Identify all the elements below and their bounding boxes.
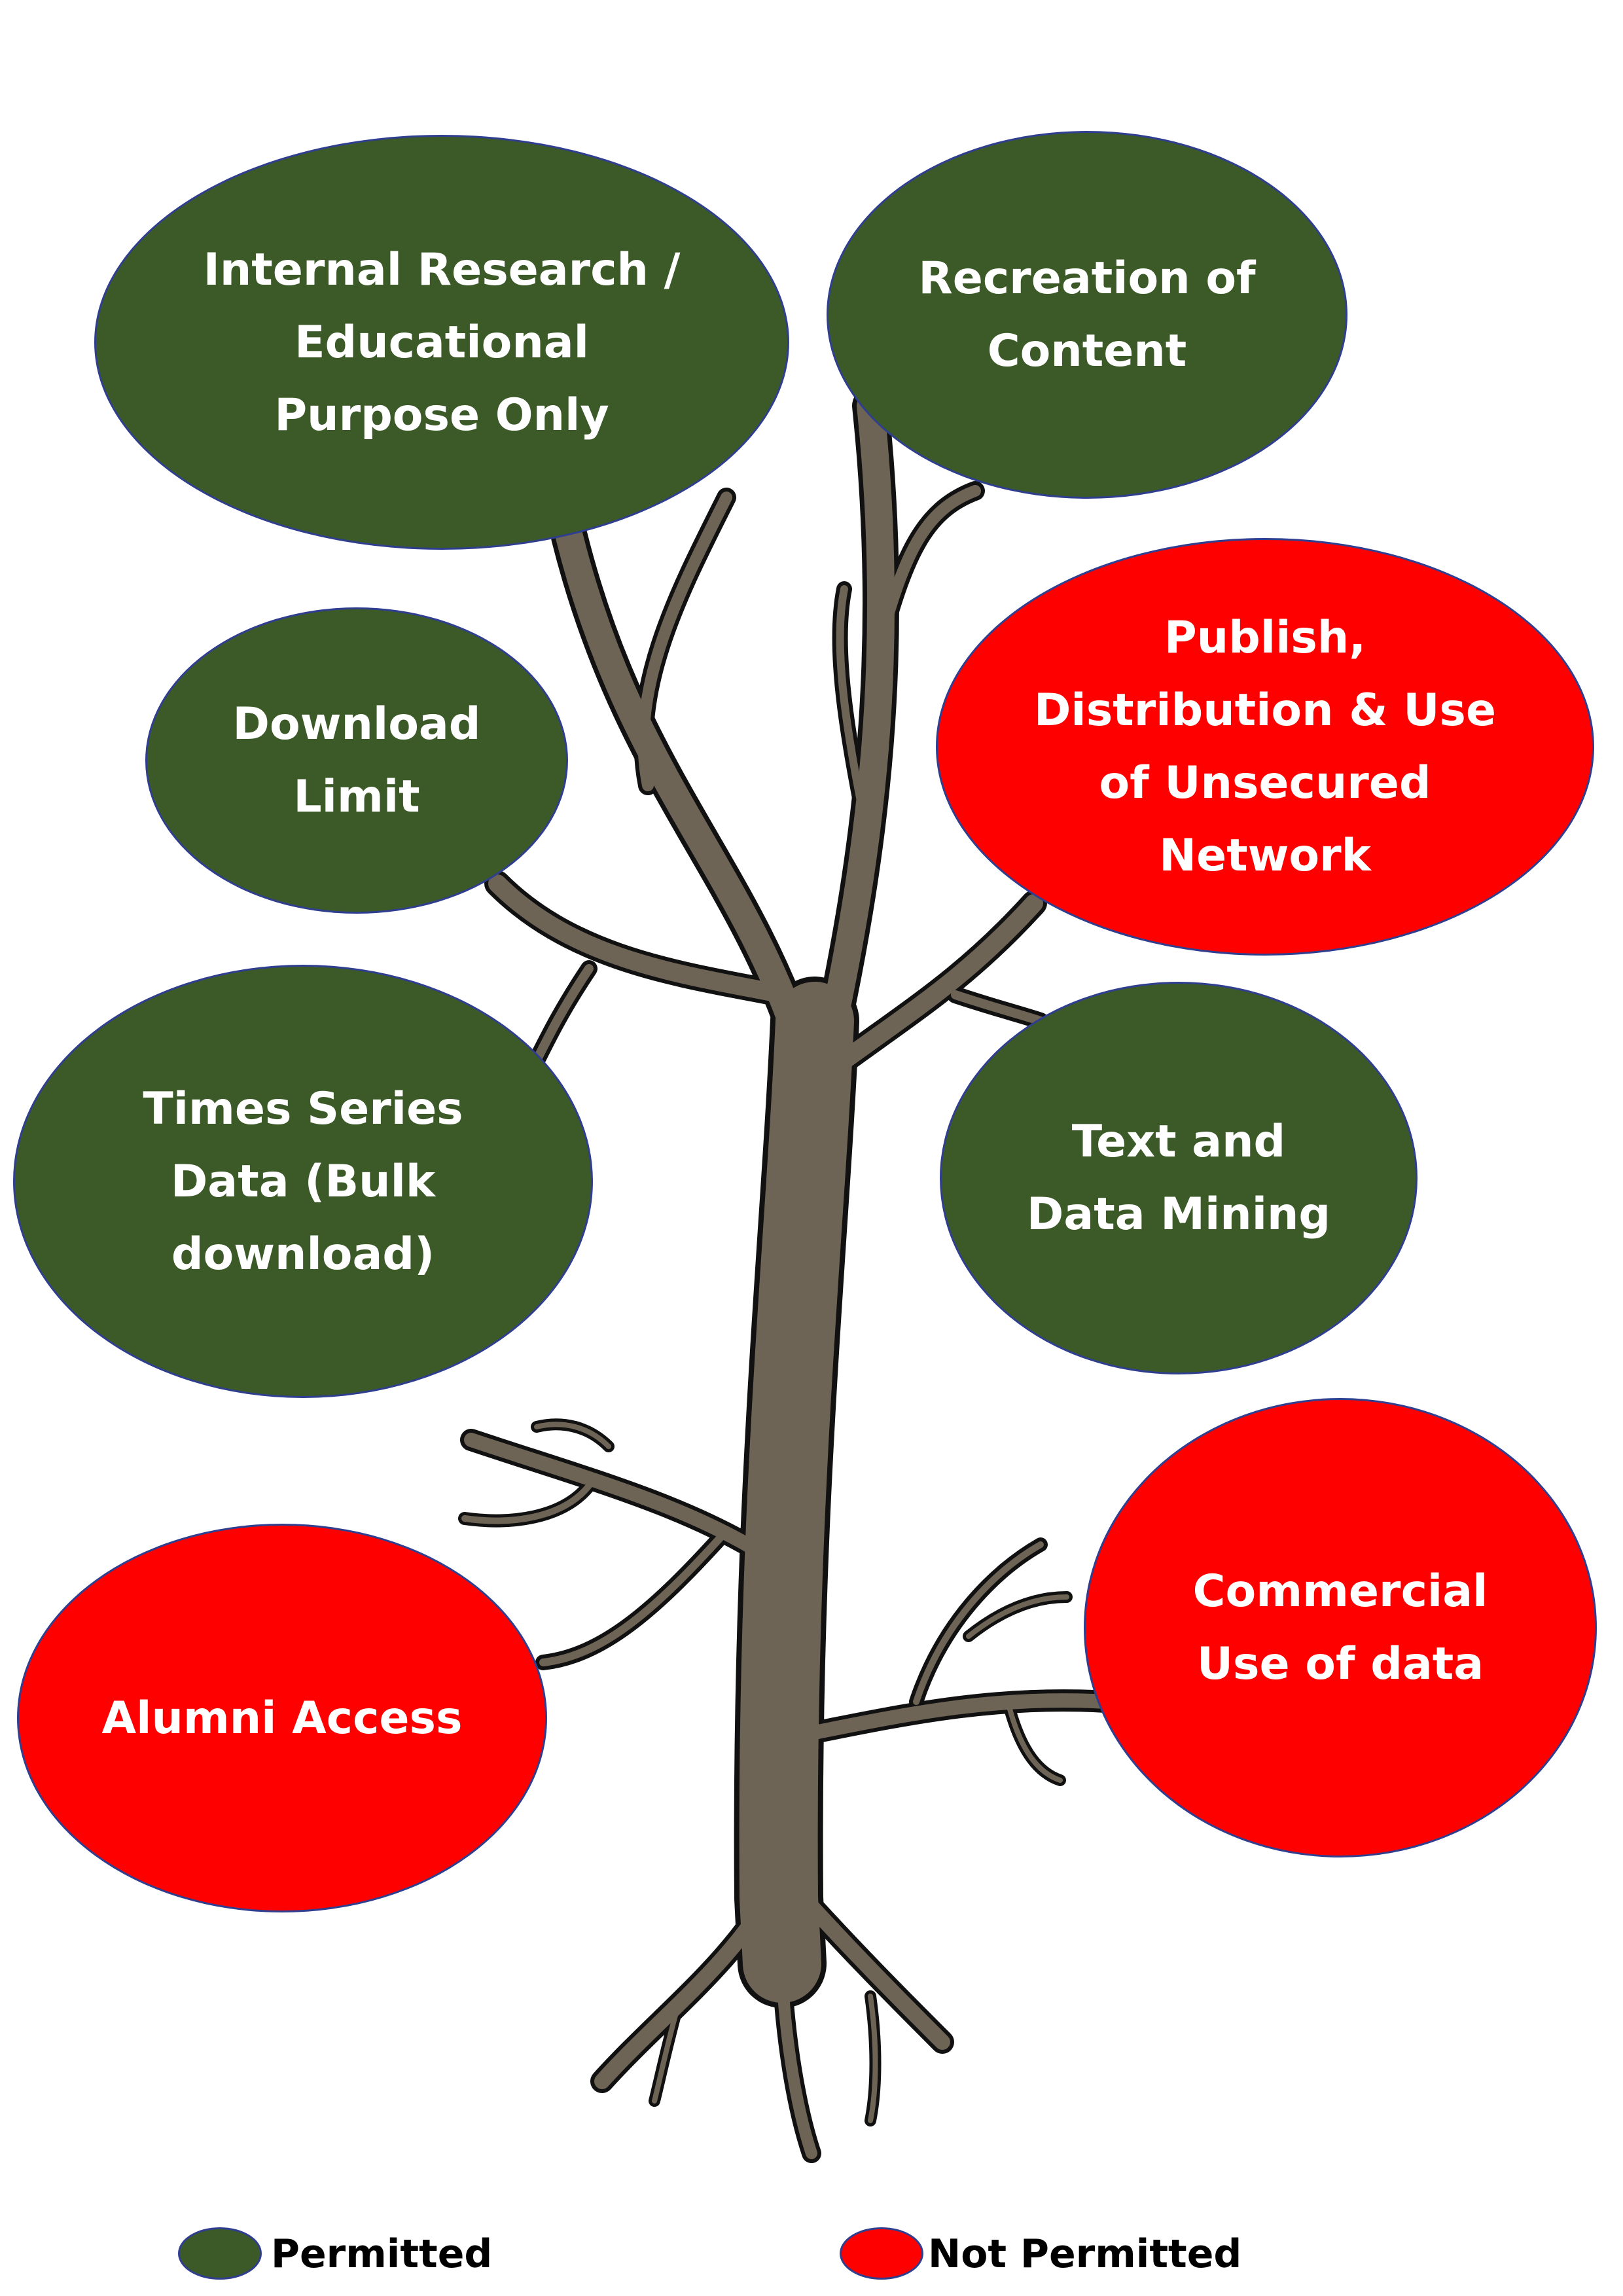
legend-not-permitted-label: Not Permitted — [928, 2231, 1242, 2277]
node-internal-research-label: Internal Research / Educational Purpose … — [203, 243, 681, 441]
node-times-series: Times Series Data (Bulk download) — [13, 965, 593, 1398]
node-commercial-use: Commercial Use of data — [1084, 1398, 1597, 1857]
legend-permitted-label: Permitted — [271, 2231, 493, 2277]
node-alumni-access: Alumni Access — [17, 1524, 547, 1912]
node-publish-distribution: Publish, Distribution & Use of Unsecured… — [936, 538, 1594, 956]
node-download-limit-label: Download Limit — [232, 698, 481, 823]
node-download-limit: Download Limit — [145, 607, 568, 914]
node-alumni-access-label: Alumni Access — [101, 1692, 463, 1744]
node-text-data-mining-label: Text and Data Mining — [1026, 1116, 1331, 1240]
legend-not-permitted-swatch — [840, 2227, 923, 2280]
legend-permitted-swatch — [178, 2227, 262, 2280]
node-internal-research: Internal Research / Educational Purpose … — [94, 135, 789, 550]
node-times-series-label: Times Series Data (Bulk download) — [143, 1083, 463, 1280]
node-recreation-of-content: Recreation of Content — [827, 131, 1347, 499]
node-text-data-mining: Text and Data Mining — [940, 982, 1418, 1374]
node-recreation-of-content-label: Recreation of Content — [918, 253, 1256, 377]
node-commercial-use-label: Commercial Use of data — [1192, 1566, 1488, 1690]
node-publish-distribution-label: Publish, Distribution & Use of Unsecured… — [1033, 612, 1497, 882]
